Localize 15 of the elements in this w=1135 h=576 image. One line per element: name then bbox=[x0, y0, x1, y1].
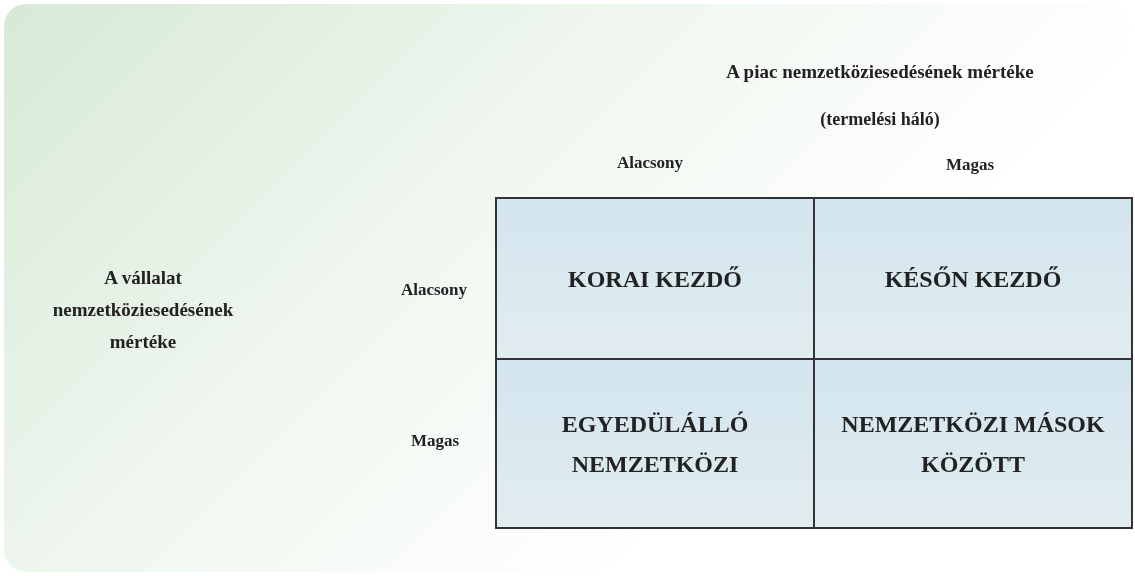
cell-text: KORAI KEZDŐ bbox=[568, 264, 742, 294]
matrix-cell bbox=[813, 197, 1133, 360]
axis-label: Magas bbox=[409, 430, 461, 452]
matrix-cell bbox=[495, 197, 815, 360]
cell-text: NEMZETKÖZI MÁSOK KÖZÖTT bbox=[840, 409, 1106, 479]
axis-label: Magas bbox=[944, 154, 996, 176]
cell-text: KÉSŐN KEZDŐ bbox=[884, 264, 1062, 294]
axis-label: A piac nemzetköziesedésének mértéke bbox=[725, 60, 1035, 84]
axis-label: Alacsony bbox=[615, 152, 685, 174]
axis-label: Alacsony bbox=[399, 279, 469, 301]
axis-label: (termelési háló) bbox=[819, 108, 941, 131]
matrix-cell bbox=[495, 358, 815, 529]
cell-text: EGYEDÜLÁLLÓ NEMZETKÖZI bbox=[560, 409, 750, 479]
axis-label: A vállalat nemzetköziesedésének mértéke bbox=[51, 266, 235, 354]
matrix-cell bbox=[813, 358, 1133, 529]
